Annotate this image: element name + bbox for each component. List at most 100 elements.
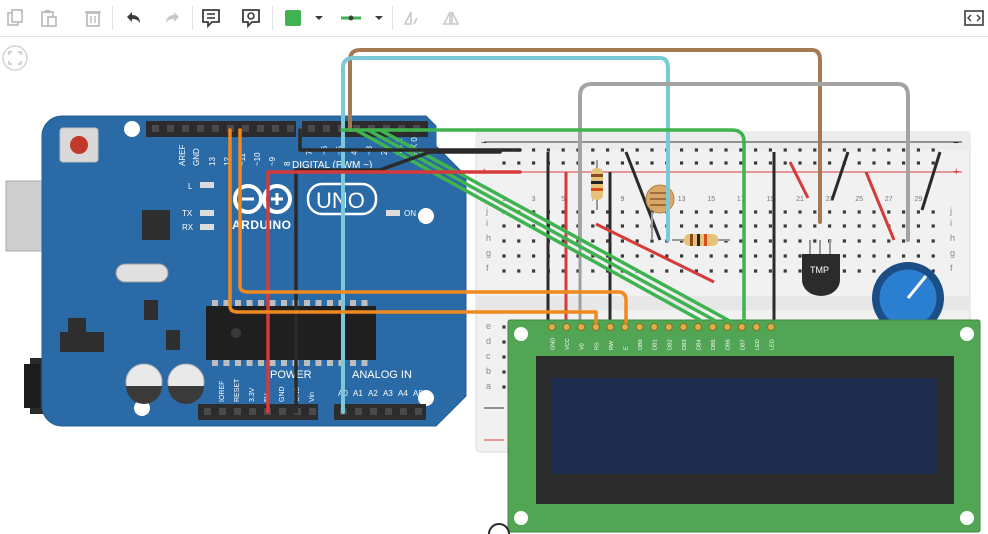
chip-pin xyxy=(235,360,241,366)
breadboard-hole xyxy=(857,254,861,258)
breadboard-hole xyxy=(828,210,832,214)
breadboard-hole xyxy=(502,370,506,374)
lcd-pin-label: LED xyxy=(755,339,761,350)
led-rx-label: RX xyxy=(182,223,194,232)
breadboard-hole xyxy=(754,148,758,152)
breadboard-hole xyxy=(502,355,506,359)
notes-icon[interactable] xyxy=(198,4,224,32)
breadboard-hole xyxy=(931,224,935,228)
chip-pin xyxy=(281,300,287,306)
lcd-pin xyxy=(606,323,615,331)
breadboard-hole xyxy=(842,148,846,152)
voltage-regulator xyxy=(60,332,104,352)
breadboard-hole xyxy=(576,239,580,243)
breadboard-hole xyxy=(739,161,743,165)
fit-view-icon[interactable] xyxy=(2,45,28,71)
breadboard-hole xyxy=(798,224,802,228)
breadboard-hole xyxy=(561,210,565,214)
breadboard-hole xyxy=(857,269,861,273)
column-label: 3 xyxy=(532,196,536,203)
breadboard-hole xyxy=(783,269,787,273)
breadboard-hole xyxy=(902,148,906,152)
header-pin xyxy=(249,408,256,415)
chip-pin xyxy=(281,360,287,366)
tmp-sensor[interactable]: TMP xyxy=(802,240,840,296)
breadboard-hole xyxy=(561,254,565,258)
code-icon[interactable] xyxy=(962,4,986,32)
wires[interactable] xyxy=(228,48,910,414)
breadboard-hole xyxy=(502,325,506,329)
delete-icon[interactable] xyxy=(80,4,106,32)
column-label: 29 xyxy=(915,196,923,203)
paste-icon[interactable] xyxy=(36,4,62,32)
breadboard-hole xyxy=(724,210,728,214)
header-pin xyxy=(212,125,219,132)
breadboard-hole xyxy=(931,161,935,165)
potentiometer[interactable] xyxy=(872,262,944,334)
chip-pin xyxy=(315,300,322,306)
flip-icon[interactable] xyxy=(438,4,464,32)
led-tx xyxy=(200,210,214,216)
chip-pin xyxy=(327,360,333,366)
breadboard-hole xyxy=(828,224,832,228)
header-pin xyxy=(323,125,330,132)
chip-pin xyxy=(361,300,368,306)
color-swatch[interactable] xyxy=(280,4,328,32)
circuit-canvas[interactable]: − + − + 1357911131517192123252729 j i h … xyxy=(0,37,988,534)
row-label-j-right: j xyxy=(949,206,952,216)
breadboard-hole xyxy=(828,161,832,165)
breadboard-hole xyxy=(739,224,743,228)
breadboard-hole xyxy=(591,224,595,228)
undo-icon[interactable] xyxy=(120,4,146,32)
breadboard-hole xyxy=(620,254,624,258)
breadboard-hole xyxy=(916,210,920,214)
breadboard-hole xyxy=(532,254,536,258)
breadboard-hole xyxy=(783,254,787,258)
breadboard-hole xyxy=(561,161,565,165)
resistor-horizontal[interactable] xyxy=(672,234,730,246)
breadboard-hole xyxy=(680,210,684,214)
lcd-pin-label: DB7 xyxy=(740,339,746,350)
lcd-pin-label: LED xyxy=(770,339,776,350)
breadboard-hole xyxy=(887,161,891,165)
copy-icon[interactable] xyxy=(2,4,28,32)
breadboard-hole xyxy=(931,269,935,273)
header-pin xyxy=(152,125,159,132)
breadboard-hole xyxy=(887,239,891,243)
lcd-pin xyxy=(562,323,571,331)
header-pin xyxy=(234,408,241,415)
breadboard-hole xyxy=(931,254,935,258)
pin-label-2: 2 xyxy=(380,150,389,155)
breadboard-hole xyxy=(916,239,920,243)
breadboard-hole xyxy=(754,210,758,214)
breadboard-hole xyxy=(502,224,506,228)
resistor-vertical[interactable] xyxy=(591,160,603,210)
breadboard-hole xyxy=(842,210,846,214)
lcd-pin-label: DB4 xyxy=(697,339,703,350)
breadboard-hole xyxy=(502,254,506,258)
column-label: 7 xyxy=(591,196,595,203)
breadboard-hole xyxy=(606,148,610,152)
header-pin xyxy=(279,408,286,415)
breadboard-hole xyxy=(665,269,669,273)
toolbar xyxy=(0,0,988,37)
reset-button-cap[interactable] xyxy=(70,136,88,154)
lcd-pin xyxy=(621,323,629,331)
digital-label: DIGITAL (PWM ~) xyxy=(292,160,372,171)
line-style[interactable] xyxy=(336,4,388,32)
uno-model: UNO xyxy=(316,188,365,213)
breadboard-hole xyxy=(532,269,536,273)
redo-icon[interactable] xyxy=(160,4,186,32)
usb-chip xyxy=(142,210,170,240)
mirror-icon[interactable] xyxy=(398,4,424,32)
breadboard-hole xyxy=(665,254,669,258)
annotation-icon[interactable] xyxy=(238,4,264,32)
breadboard-hole xyxy=(650,148,654,152)
breadboard-hole xyxy=(754,161,758,165)
breadboard-hole xyxy=(857,148,861,152)
breadboard-hole xyxy=(694,161,698,165)
rail-plus-label-right: + xyxy=(953,166,959,178)
pin-label-a1: A1 xyxy=(353,389,363,398)
breadboard-hole xyxy=(709,210,713,214)
